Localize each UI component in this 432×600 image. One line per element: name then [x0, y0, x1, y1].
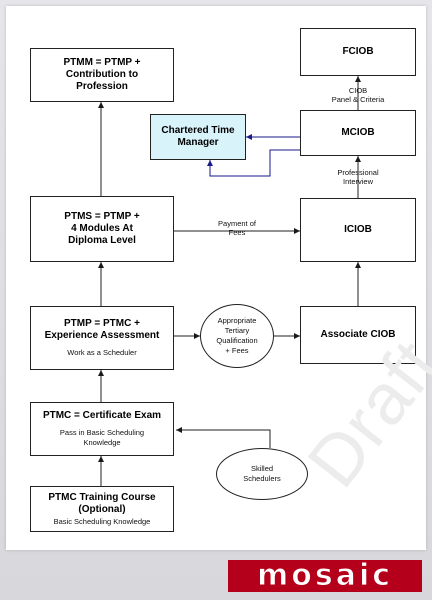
node-associate-ciob: Associate CIOB	[300, 306, 416, 364]
node-mciob-line-1: MCIOB	[341, 127, 375, 138]
node-ptmc: PTMC = Certificate Exam Pass in Basic Sc…	[30, 402, 174, 456]
node-chartered-time-manager: Chartered Time Manager	[150, 114, 246, 160]
node-ptmp-sub: Work as a Scheduler	[67, 348, 136, 358]
node-associate-title: Associate CIOB	[320, 329, 395, 341]
node-tertiary-line-4: + Fees	[225, 346, 249, 355]
node-tertiary-qualification: Appropriate Tertiary Qualification + Fee…	[200, 304, 274, 368]
node-tertiary-line-2: Tertiary	[224, 326, 250, 335]
node-course-line-1: PTMC Training Course	[48, 491, 156, 503]
node-iciob-title: ICIOB	[344, 224, 372, 236]
node-mciob: MCIOB	[300, 110, 416, 156]
edge-label-payment-line-1: Payment of	[218, 219, 256, 228]
node-mciob-title: MCIOB	[341, 127, 374, 139]
node-ptms-title: PTMS = PTMP + 4 Modules At Diploma Level	[64, 211, 139, 247]
edge-label-ciob-panel-line-1: CIOB	[348, 86, 368, 95]
node-course-sub-line-1: Basic Scheduling Knowledge	[53, 516, 151, 526]
node-tertiary-line-3: Qualification	[216, 336, 258, 345]
node-fciob-title: FCIOB	[342, 46, 373, 58]
node-iciob: ICIOB	[300, 198, 416, 262]
node-ptmc-training-course: PTMC Training Course (Optional) Basic Sc…	[30, 486, 174, 532]
node-course-title: PTMC Training Course (Optional)	[48, 492, 155, 516]
node-ptmm: PTMM = PTMP + Contribution to Profession	[30, 48, 174, 102]
node-fciob-line-1: FCIOB	[342, 46, 374, 57]
node-ptmm-line-2: Contribution to	[65, 69, 139, 80]
node-ptmc-sub-line-2: Knowledge	[83, 438, 121, 447]
edge-label-professional-line-2: Interview	[342, 177, 373, 186]
node-ptmm-line-3: Profession	[76, 81, 128, 92]
node-ptms-line-1: PTMS = PTMP +	[64, 211, 140, 222]
node-course-sub: Basic Scheduling Knowledge	[54, 517, 151, 527]
node-chartered-line-1: Chartered Time	[161, 125, 235, 136]
node-ptms: PTMS = PTMP + 4 Modules At Diploma Level	[30, 196, 174, 262]
node-chartered-line-2: Manager	[177, 137, 219, 148]
node-ptmc-sub: Pass in Basic Scheduling Knowledge	[60, 428, 144, 448]
node-fciob: FCIOB	[300, 28, 416, 76]
node-ptmm-title: PTMM = PTMP + Contribution to Profession	[63, 57, 140, 93]
node-ptmp-sub-line-1: Work as a Scheduler	[67, 348, 137, 357]
node-ptmp: PTMP = PTMC + Experience Assessment Work…	[30, 306, 174, 370]
node-course-line-2: (Optional)	[78, 503, 126, 515]
edge-skilled-to-ptmc	[176, 427, 271, 448]
node-associate-line-1: Associate CIOB	[320, 329, 396, 340]
node-ptmm-line-1: PTMM = PTMP +	[63, 57, 141, 68]
node-skilled-line-2: Schedulers	[243, 474, 281, 483]
node-ptmc-title: PTMC = Certificate Exam	[43, 410, 161, 422]
node-iciob-line-1: ICIOB	[344, 224, 372, 235]
node-skilled-line-1: Skilled	[250, 464, 274, 473]
edge-label-professional-line-1: Professional	[337, 168, 379, 177]
node-skilled-schedulers: Skilled Schedulers	[216, 448, 308, 500]
node-tertiary-line-1: Appropriate	[217, 316, 257, 325]
edge-label-payment-of-fees: Payment of Fees	[204, 219, 270, 237]
node-ptmp-line-1: PTMP = PTMC +	[64, 318, 140, 329]
edge-label-ciob-panel: CIOB Panel & Criteria	[324, 86, 392, 104]
node-ptmp-title: PTMP = PTMC + Experience Assessment	[45, 318, 160, 342]
node-ptms-line-2: 4 Modules At	[71, 223, 133, 234]
edge-label-ciob-panel-line-2: Panel & Criteria	[331, 95, 385, 104]
node-ptmc-sub-line-1: Pass in Basic Scheduling	[59, 428, 145, 437]
node-ptmp-line-2: Experience Assessment	[44, 330, 160, 341]
node-ptmc-line-1: PTMC = Certificate Exam	[42, 410, 162, 421]
node-chartered-title: Chartered Time Manager	[161, 125, 234, 149]
edge-mciob-to-ptmm-path	[207, 149, 300, 177]
edge-label-professional-interview: Professional Interview	[324, 168, 392, 186]
mosaic-logo: mosaic	[228, 560, 422, 592]
node-ptms-line-3: Diploma Level	[68, 235, 136, 246]
edge-label-payment-line-2: Fees	[228, 228, 246, 237]
